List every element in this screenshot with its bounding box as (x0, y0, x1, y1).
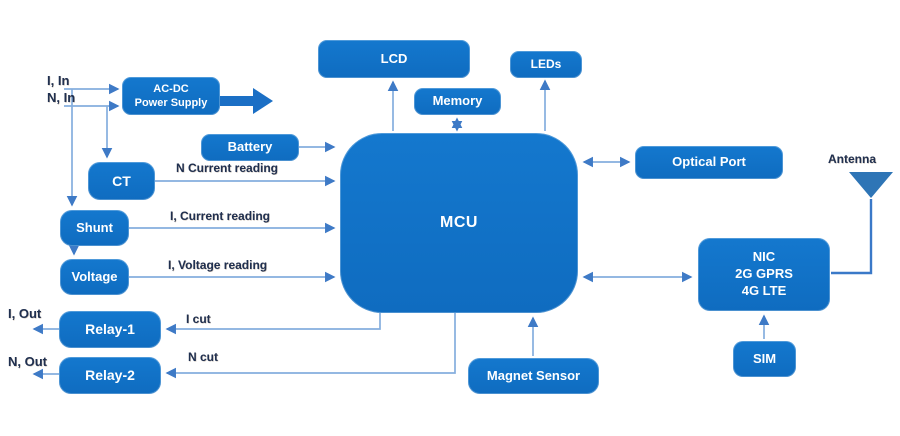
antenna-icon (849, 172, 893, 198)
block-label: LEDs (530, 56, 562, 71)
label-n-out: N, Out (8, 354, 47, 369)
block-label: Battery (227, 139, 273, 155)
block-label: SIM (752, 350, 777, 366)
block-label: LCD (380, 50, 408, 66)
block-label: NIC 2G GPRS 4G LTE (735, 249, 793, 298)
block-label: Voltage (71, 268, 118, 284)
block-label: Optical Port (672, 154, 746, 170)
block-acdc-power-supply: AC-DC Power Supply (122, 77, 220, 115)
block-mcu: MCU (340, 133, 578, 313)
label-i-out: I, Out (8, 306, 42, 321)
wire-antenna-to-nic (831, 199, 873, 275)
block-leds: LEDs (510, 51, 582, 78)
block-label: MCU (440, 213, 478, 231)
block-lcd: LCD (318, 40, 470, 78)
block-optical-port: Optical Port (635, 146, 783, 179)
block-label: Magnet Sensor (486, 367, 581, 383)
block-label: AC-DC Power Supply (134, 82, 208, 109)
block-label: Relay-1 (85, 321, 135, 338)
label-i-cut: I cut (186, 312, 211, 326)
label-i-voltage-reading: I, Voltage reading (168, 258, 268, 272)
label-n-in: N, In (47, 90, 76, 105)
block-relay-2: Relay-2 (59, 357, 161, 394)
block-magnet-sensor: Magnet Sensor (468, 358, 599, 394)
block-nic: NIC 2G GPRS 4G LTE (698, 238, 830, 311)
block-ct: CT (88, 162, 155, 200)
block-sim: SIM (733, 341, 796, 377)
label-i-current-reading: I, Current reading (170, 209, 271, 223)
block-label: Memory (432, 93, 483, 109)
block-label: CT (112, 172, 131, 189)
wire-mcu-icut-to-relay1 (165, 313, 381, 335)
block-label: Relay-2 (85, 367, 135, 384)
label-n-current-reading: N Current reading (176, 161, 279, 175)
block-memory: Memory (414, 88, 501, 115)
block-label: Shunt (76, 219, 113, 235)
label-n-cut: N cut (188, 350, 218, 364)
label-antenna: Antenna (828, 152, 876, 166)
block-shunt: Shunt (60, 210, 129, 246)
power-flow-arrow (220, 88, 273, 114)
label-i-in: I, In (47, 73, 70, 88)
block-battery: Battery (201, 134, 299, 161)
wire-mcu-ncut-to-relay2 (165, 313, 456, 379)
block-relay-1: Relay-1 (59, 311, 161, 348)
block-voltage: Voltage (60, 259, 129, 295)
